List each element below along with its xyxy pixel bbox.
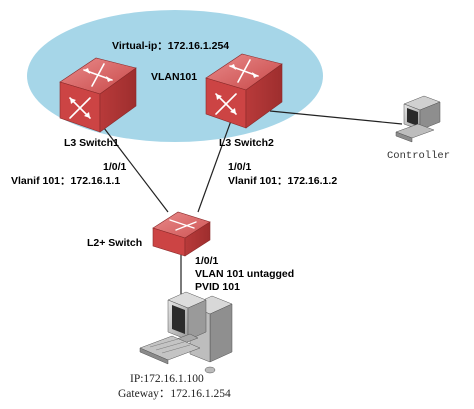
controller-pc-icon[interactable] (395, 95, 441, 143)
switch1-name-label: L3 Switch1 (64, 137, 119, 149)
l3-switch2-icon[interactable] (205, 53, 283, 129)
virtual-ip-label: Virtual-ip：172.16.1.254 (112, 40, 229, 52)
switch1-port-label: 1/0/1 (103, 161, 127, 173)
l2-switch-icon[interactable] (152, 211, 211, 257)
link-switch2-controller (269, 110, 403, 125)
host-gateway-label: Gateway：172.16.1.254 (118, 388, 231, 400)
l2-switch-pvid-label: PVID 101 (195, 281, 240, 293)
vlan-label: VLAN101 (151, 71, 197, 83)
l2-switch-port-label: 1/0/1 (195, 255, 219, 267)
l3-switch1-icon[interactable] (59, 57, 137, 133)
switch1-vlanif-label: Vlanif 101：172.16.1.1 (11, 175, 120, 187)
switch2-name-label: L3 Switch2 (219, 137, 274, 149)
link-switch1-l2switch (103, 127, 169, 213)
l2-switch-vlan-mode-label: VLAN 101 untagged (195, 268, 294, 280)
switch2-port-label: 1/0/1 (228, 161, 252, 173)
host-pc-icon[interactable] (139, 291, 233, 374)
host-ip-label: IP:172.16.1.100 (130, 373, 204, 385)
link-switch2-l2switch (197, 117, 233, 213)
controller-name-label: Controller (387, 150, 450, 162)
switch2-vlanif-label: Vlanif 101：172.16.1.2 (228, 175, 337, 187)
l2-switch-name-label: L2+ Switch (87, 237, 142, 249)
